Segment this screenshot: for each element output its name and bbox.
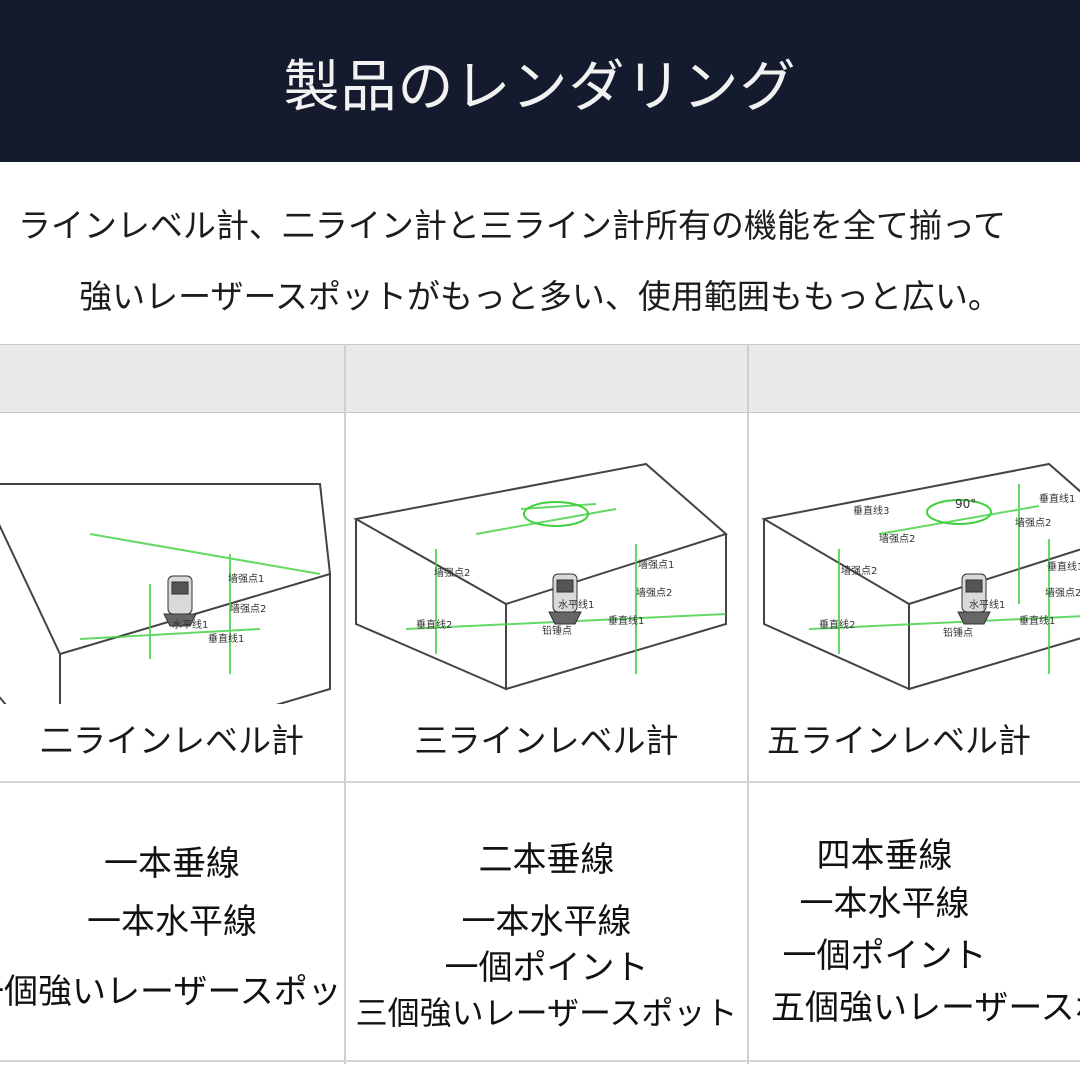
table-header-band (0, 344, 1080, 413)
table-bottom-border (0, 1060, 1080, 1062)
diagram-label: 垂直线3 (853, 504, 889, 517)
diagram-label: 垂直线1 (1019, 614, 1055, 627)
diagram-label: 垂直线1 (1047, 560, 1080, 573)
diagram-label: 墙强点2 (879, 532, 915, 545)
header-banner: 製品のレンダリング (0, 0, 1080, 162)
product-name: 三ラインレベル計 (414, 721, 679, 760)
diagram-label: 垂直线2 (819, 618, 855, 631)
diagram-label: 水平线1 (558, 598, 594, 611)
feature-line: 一個強いレーザースポット (0, 972, 344, 1012)
row-divider (0, 781, 1080, 783)
feature-line: 一本水平線 (799, 884, 970, 924)
diagram-label: 墙强点2 (636, 586, 672, 599)
diagram-label: 垂直线1 (1039, 492, 1075, 505)
feature-line: 四本垂線 (816, 836, 953, 876)
page-title: 製品のレンダリング (283, 55, 797, 120)
diagram-label: 墙强点2 (1015, 516, 1051, 529)
feature-line: 一本水平線 (461, 902, 632, 942)
diagram-label: 垂直线1 (208, 632, 244, 645)
diagram-label: 水平线1 (969, 598, 1005, 611)
diagram-label: 垂直线1 (608, 614, 644, 627)
feature-line: 一本垂線 (104, 844, 240, 884)
column-two-line: 墙强点1 墙强点2 水平线1 垂直线1 二ラインレベル計 一本垂線 一本水平線 … (0, 344, 344, 1064)
comparison-table: 墙强点1 墙强点2 水平线1 垂直线1 二ラインレベル計 一本垂線 一本水平線 … (0, 344, 1080, 1064)
subtitle-line-2: 強いレーザースポットがもっと多い、使用範囲ももっと広い。 (79, 277, 1001, 316)
diagram-label: 铅锤点 (542, 624, 572, 637)
column-five-line: 垂直线3 90° 垂直线1 墙强点2 墙强点2 墙强点2 垂直线1 水平线1 墙… (749, 344, 1080, 1064)
laser-room-diagram: 墙强点1 墙强点2 水平线1 垂直线1 (0, 483, 332, 704)
laser-room-diagram: 垂直线3 90° 垂直线1 墙强点2 墙强点2 墙强点2 垂直线1 水平线1 墙… (761, 462, 1080, 691)
feature-line: 三個強いレーザースポット (355, 994, 738, 1032)
column-divider (747, 344, 749, 1064)
diagram-label: 墙强点1 (638, 558, 674, 571)
diagram-label: 墙强点1 (228, 572, 264, 585)
diagram-label: 墙强点2 (1045, 586, 1080, 599)
diagram-label: 墙强点2 (841, 564, 877, 577)
feature-line: 二本垂線 (478, 840, 615, 880)
diagram-label: 垂直线2 (416, 618, 452, 631)
feature-line: 一個ポイント (782, 936, 987, 976)
diagram-label: 墙强点2 (434, 566, 470, 579)
laser-room-diagram: 墙强点2 墙强点1 水平线1 墙强点2 垂直线1 铅锤点 垂直线2 (353, 462, 728, 691)
diagram-label: 墙强点2 (230, 602, 266, 615)
diagram-label: 铅锤点 (943, 626, 973, 639)
feature-line: 五個強いレーザースポット (771, 988, 1080, 1028)
product-name: 五ラインレベル計 (767, 721, 1031, 760)
diagram-label: 90° (955, 497, 976, 511)
feature-line: 一個ポイント (444, 948, 649, 988)
feature-line: 一本水平線 (87, 902, 257, 942)
column-three-line: 墙强点2 墙强点1 水平线1 墙强点2 垂直线1 铅锤点 垂直线2 三ラインレベ… (346, 344, 747, 1064)
subtitle-line-1: ラインレベル計、二ライン計と三ライン計所有の機能を全て揃って (17, 206, 1007, 245)
diagram-label: 水平线1 (172, 618, 208, 631)
product-name: 二ラインレベル計 (40, 721, 304, 760)
column-divider (344, 344, 346, 1064)
